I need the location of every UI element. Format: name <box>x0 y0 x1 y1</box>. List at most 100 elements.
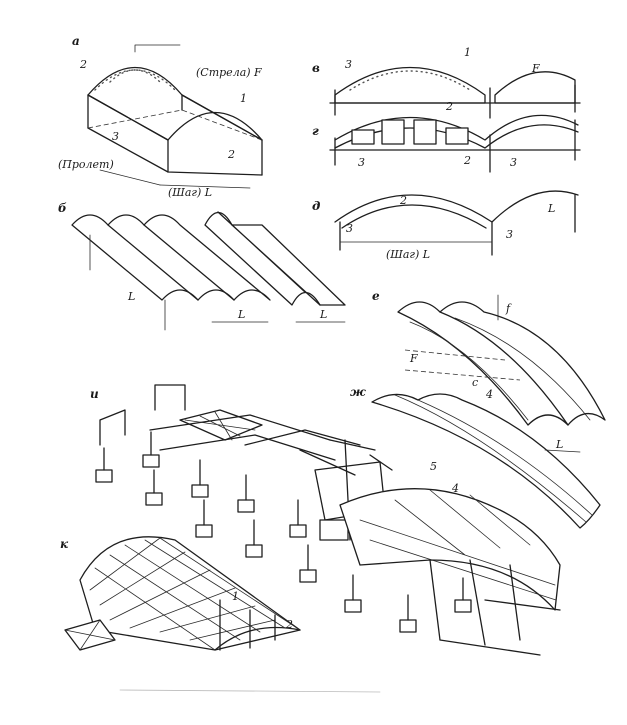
truss-web-i <box>184 411 256 441</box>
section-arch-g <box>334 114 579 141</box>
vault-lines-zh <box>394 394 593 523</box>
step-dim-zh <box>544 449 581 453</box>
label-prolet: (Пролет) <box>58 158 114 171</box>
footing-4 <box>191 484 209 498</box>
panel-v-label: в <box>312 61 320 75</box>
label-F-e: F <box>409 352 418 365</box>
wave-ridges-b1 <box>107 224 235 301</box>
label-2-g: 2 <box>463 154 471 167</box>
label-3-d: 3 <box>346 222 353 235</box>
label-3-a: 3 <box>112 130 119 143</box>
label-2-a: 2 <box>79 58 87 71</box>
step-dim-a <box>159 184 251 189</box>
section-arch-d-inner <box>341 204 487 229</box>
vault-legs-i <box>429 559 521 646</box>
fold-edges-b2 <box>217 211 321 306</box>
lattice-lines-k1 <box>94 537 301 651</box>
shell-lines-e <box>409 317 591 421</box>
column-footings-i <box>95 454 472 633</box>
panel-k-lattice-vault: к 1 2 <box>60 536 301 651</box>
label-4-e: 4 <box>485 388 493 401</box>
panel-g-label: г <box>312 124 319 138</box>
opening-g2 <box>381 119 405 145</box>
panel-zh-label: ж <box>350 385 366 399</box>
panel-a-barrel-shell: а (Стрела) F 2 3 2 1 (Пролет) (Шаг) L <box>58 34 263 199</box>
lattice-lines-k2 <box>89 537 276 641</box>
section-arch-g-inner <box>334 124 579 149</box>
frame-element-2 <box>154 384 186 411</box>
shell-edges-a <box>87 94 263 141</box>
label-3-v: 3 <box>345 58 352 71</box>
span-dim-b <box>89 234 166 331</box>
section-fill-v <box>349 70 471 91</box>
hidden-lines-a <box>87 109 263 141</box>
label-2-v: 2 <box>445 100 453 113</box>
base-beams-a <box>87 127 263 176</box>
columns-a <box>87 94 263 176</box>
panel-i-assembly: и <box>90 384 561 656</box>
shell-ridge-e <box>439 311 569 426</box>
panel-g-ribbed-section: г 3 2 3 <box>312 114 581 173</box>
projection-lines-e <box>404 349 521 381</box>
vault-base-i <box>439 599 561 656</box>
label-3-g-b: 3 <box>510 156 517 169</box>
double-shell-e <box>397 301 606 426</box>
lattice-module-web-k <box>64 619 116 651</box>
shell-vault-i <box>339 488 561 611</box>
footing-7 <box>245 544 263 558</box>
label-4-zh: 4 <box>451 482 459 495</box>
panel-b-label: б <box>58 201 67 215</box>
footing-11 <box>399 619 417 633</box>
label-1-a: 1 <box>240 92 247 105</box>
frame-girders-i2 <box>244 429 361 476</box>
footing-10 <box>344 599 362 613</box>
panel-e-label: е <box>372 289 380 303</box>
label-f-e: f <box>505 302 512 315</box>
label-L-b2: L <box>319 308 327 321</box>
vault-end-k <box>214 599 301 651</box>
panel-b-multiwave-shell: б L L L <box>58 201 346 331</box>
panel-a-label: а <box>72 34 80 48</box>
label-L-d: L <box>547 202 555 215</box>
section-supports-g <box>334 119 576 173</box>
opening-g3 <box>413 119 437 145</box>
footing-6 <box>237 499 255 513</box>
section-supports-d <box>339 194 576 256</box>
footing-12 <box>454 599 472 613</box>
panel-i-label: и <box>90 387 99 401</box>
label-L-b1: L <box>237 308 245 321</box>
frame-truss-i <box>179 409 263 441</box>
panel-d-arch-section: д 2 3 3 L (Шаг) L <box>312 190 579 261</box>
panel-d-label: д <box>312 199 320 213</box>
footing-1 <box>95 469 113 483</box>
section-shell-v1 <box>334 66 486 104</box>
label-c-e: c <box>472 376 478 389</box>
label-span-b: L <box>127 290 135 303</box>
shell-vault-grid-i <box>359 489 557 601</box>
panel-v-shell-section: в 3 1 2 F <box>312 46 581 119</box>
shell-texture-a <box>94 69 176 91</box>
footing-3 <box>145 492 163 506</box>
panel-zh-vault: ж 5 4 L <box>350 385 601 529</box>
footing-9 <box>299 569 317 583</box>
crane-block-i <box>319 519 349 541</box>
label-f-v: F <box>531 62 540 75</box>
label-5-zh: 5 <box>430 460 437 473</box>
frame-girders-i <box>149 414 336 461</box>
label-3-g: 3 <box>358 156 365 169</box>
crane-boom-i <box>369 454 393 471</box>
label-1-v: 1 <box>464 46 471 59</box>
opening-g1 <box>351 129 375 145</box>
label-shag-d: (Шаг) L <box>386 248 430 261</box>
label-2-k: 2 <box>285 618 293 631</box>
label-shag-a: (Шаг) L <box>168 186 212 199</box>
columns-i <box>103 431 464 621</box>
span-dim-a <box>99 169 161 186</box>
panel-e-curved-shell: е f F c 4 <box>372 289 606 426</box>
label-strela: (Стрела) F <box>196 66 262 79</box>
section-shell-v2 <box>494 71 576 104</box>
folded-shell-2 <box>204 211 346 306</box>
footing-2 <box>142 454 160 468</box>
